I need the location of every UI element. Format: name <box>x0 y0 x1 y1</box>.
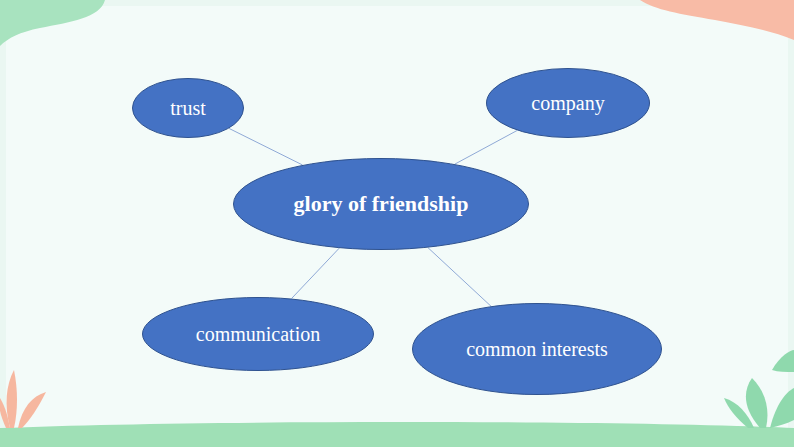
node-label: trust <box>170 97 206 120</box>
node-label: communication <box>196 323 320 346</box>
connector-line <box>428 248 491 307</box>
ellipse-outline <box>133 79 244 138</box>
ellipse-outline <box>143 298 374 371</box>
bottom-band <box>0 422 794 447</box>
connector-line <box>455 130 517 164</box>
node-label: company <box>531 92 604 115</box>
ellipse-node: trust <box>132 78 244 138</box>
ellipse-outline <box>413 304 662 395</box>
center-label: glory of friendship <box>294 191 469 217</box>
ellipse-node: communication <box>142 297 374 371</box>
connector-line <box>292 248 340 298</box>
leaves <box>724 350 794 428</box>
ellipse-node: common interests <box>412 303 662 395</box>
ellipse-outline <box>234 159 529 250</box>
node-label: common interests <box>466 338 608 361</box>
panel <box>6 6 788 434</box>
plant <box>0 370 46 428</box>
ellipse-outline <box>487 69 650 138</box>
connector-line <box>229 128 303 165</box>
corner-blob <box>640 0 794 40</box>
corner-blob <box>0 0 105 46</box>
ellipse-node: glory of friendship <box>233 158 529 250</box>
ellipse-node: company <box>486 68 650 138</box>
